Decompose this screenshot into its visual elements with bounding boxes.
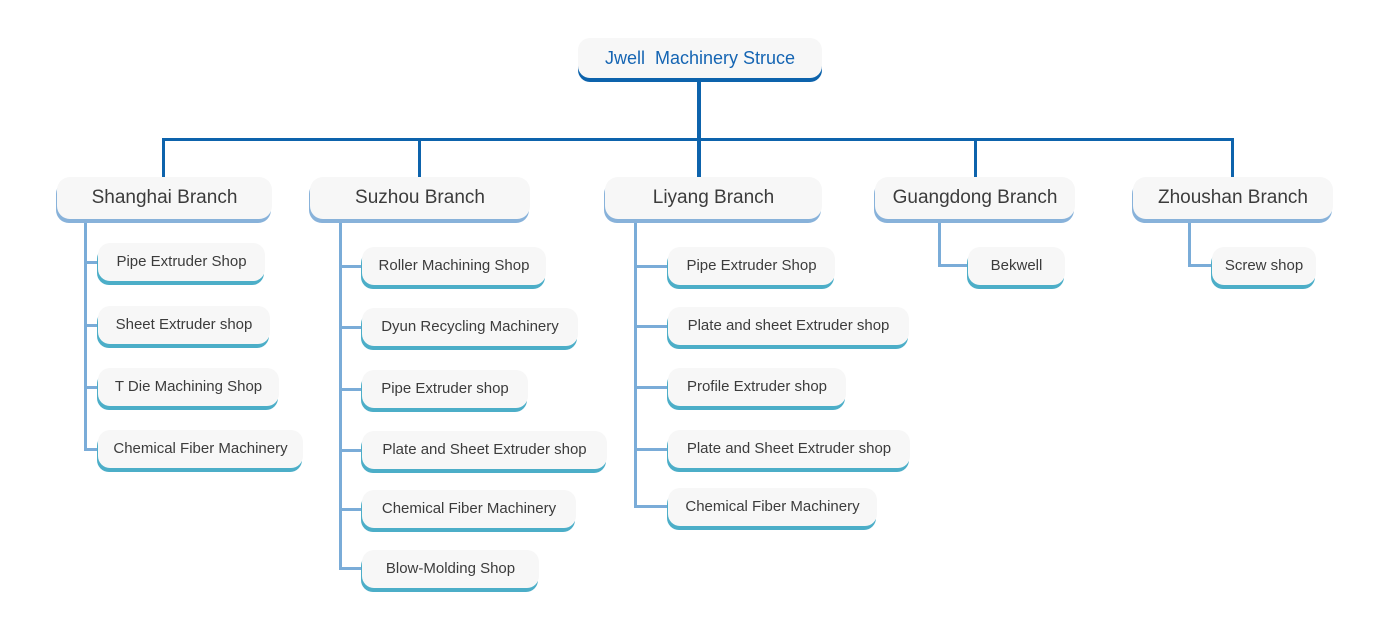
leaf-node-liyang-0: Pipe Extruder Shop [668, 247, 835, 285]
connector-suzhou-stub-4 [339, 508, 364, 511]
connector-guangdong-stub-0 [938, 264, 970, 267]
connector-suzhou-stub-5 [339, 567, 364, 570]
leaf-node-suzhou-1: Dyun Recycling Machinery [362, 308, 578, 346]
branch-node-suzhou: Suzhou Branch [310, 177, 530, 219]
connector-shanghai-vertical [84, 219, 87, 450]
leaf-node-shanghai-1: Sheet Extruder shop [98, 306, 270, 344]
leaf-node-guangdong-0: Bekwell [968, 247, 1065, 285]
leaf-node-liyang-1: Plate and sheet Extruder shop [668, 307, 909, 345]
connector-suzhou-stub-1 [339, 326, 364, 329]
connector-liyang-stub-4 [634, 505, 670, 508]
connector-guangdong-vertical [938, 219, 941, 267]
branch-node-guangdong: Guangdong Branch [875, 177, 1075, 219]
connector-suzhou-stub-2 [339, 388, 364, 391]
branch-node-zhoushan: Zhoushan Branch [1133, 177, 1333, 219]
connector-drop-guangdong [974, 138, 977, 177]
connector-liyang-vertical [634, 219, 637, 508]
connector-top-bus [162, 138, 1234, 141]
connector-drop-shanghai [162, 138, 165, 177]
leaf-node-suzhou-2: Pipe Extruder shop [362, 370, 528, 408]
connector-drop-suzhou [418, 138, 421, 177]
connector-shanghai-stub-3 [84, 448, 100, 451]
branch-node-shanghai: Shanghai Branch [57, 177, 272, 219]
connector-suzhou-vertical [339, 219, 342, 570]
connector-liyang-stub-3 [634, 448, 670, 451]
leaf-node-liyang-4: Chemical Fiber Machinery [668, 488, 877, 526]
leaf-node-suzhou-4: Chemical Fiber Machinery [362, 490, 576, 528]
connector-shanghai-stub-1 [84, 324, 100, 327]
leaf-node-shanghai-0: Pipe Extruder Shop [98, 243, 265, 281]
leaf-node-suzhou-5: Blow-Molding Shop [362, 550, 539, 588]
connector-suzhou-stub-0 [339, 265, 364, 268]
root-node: Jwell Machinery Struce [578, 38, 822, 78]
leaf-node-suzhou-0: Roller Machining Shop [362, 247, 546, 285]
connector-shanghai-stub-0 [84, 261, 100, 264]
connector-shanghai-stub-2 [84, 386, 100, 389]
connector-root-drop [697, 76, 701, 177]
connector-liyang-stub-1 [634, 325, 670, 328]
connector-liyang-stub-0 [634, 265, 670, 268]
leaf-node-zhoushan-0: Screw shop [1212, 247, 1316, 285]
leaf-node-shanghai-2: T Die Machining Shop [98, 368, 279, 406]
leaf-node-suzhou-3: Plate and Sheet Extruder shop [362, 431, 607, 469]
leaf-node-liyang-3: Plate and Sheet Extruder shop [668, 430, 910, 468]
leaf-node-liyang-2: Profile Extruder shop [668, 368, 846, 406]
connector-liyang-stub-2 [634, 386, 670, 389]
connector-zhoushan-vertical [1188, 219, 1191, 267]
connector-zhoushan-stub-0 [1188, 264, 1217, 267]
connector-suzhou-stub-3 [339, 449, 364, 452]
connector-drop-zhoushan [1231, 138, 1234, 177]
leaf-node-shanghai-3: Chemical Fiber Machinery [98, 430, 303, 468]
branch-node-liyang: Liyang Branch [605, 177, 822, 219]
